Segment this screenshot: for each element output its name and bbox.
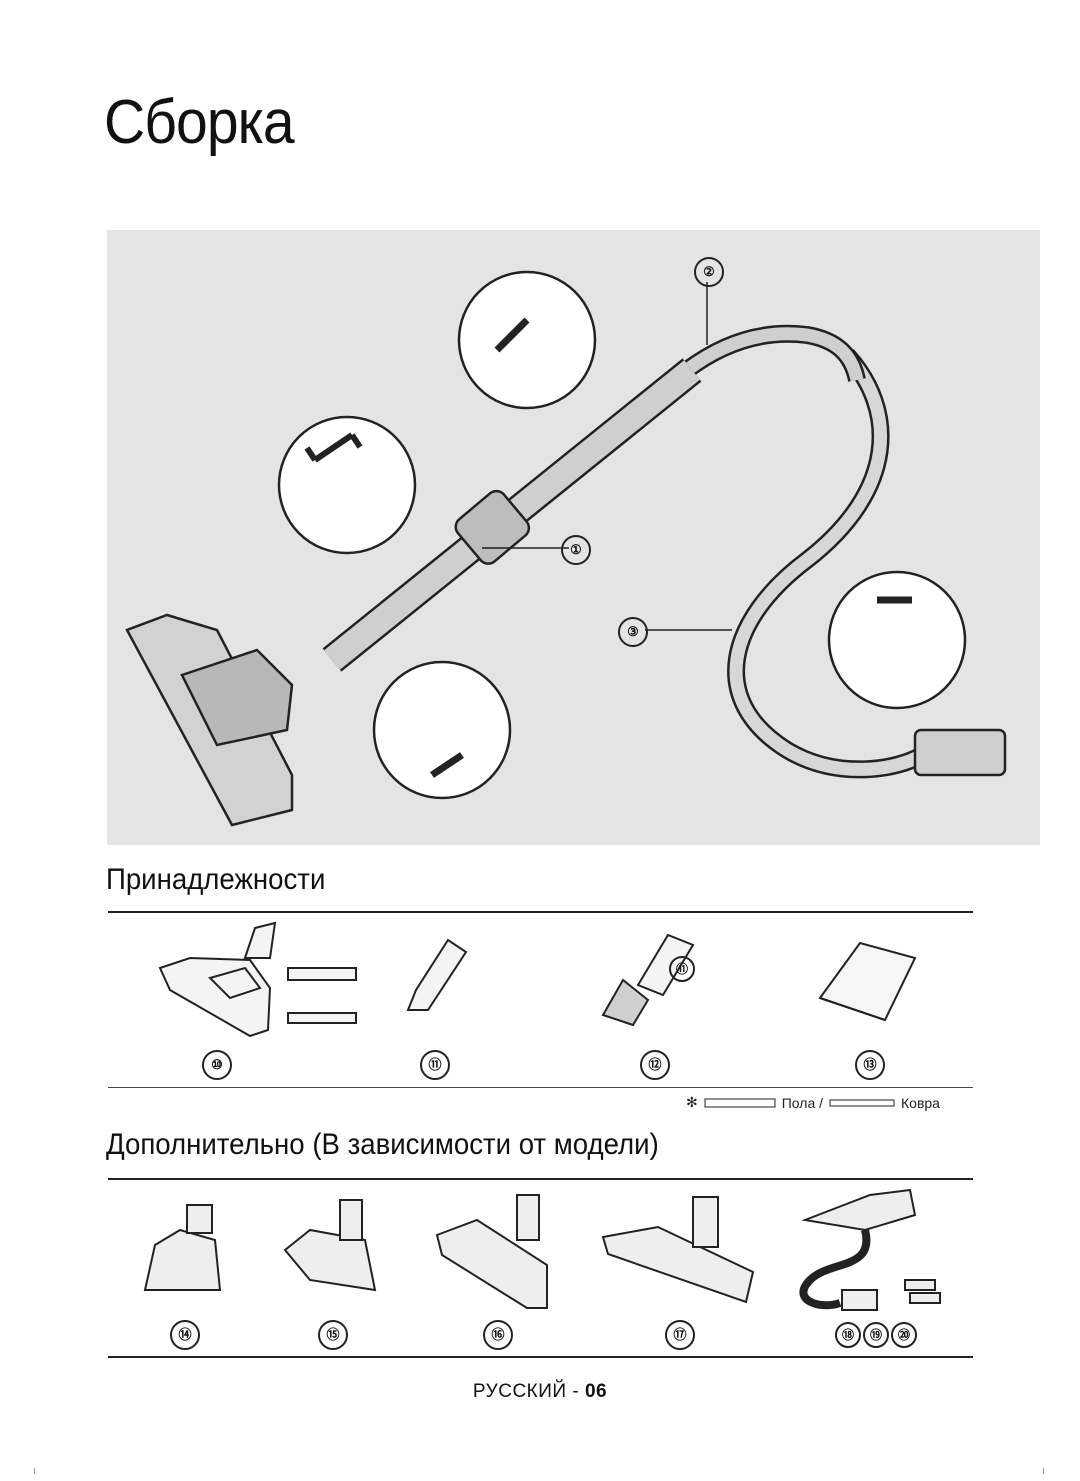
optional-number-15: ⑮ [318,1320,348,1350]
assembly-illustration: ② ① ③ [107,230,1040,845]
accessory-number-10: ⑩ [202,1050,232,1080]
parquet-brush-icon [601,1196,755,1304]
accessory-number-12: ⑫ [640,1050,670,1080]
optional-number-14: ⑭ [170,1320,200,1350]
floor-mode-icon [704,1098,776,1107]
dusting-brush-sub-number: ⑪ [669,956,695,982]
callout-1: ① [561,535,591,565]
note-symbol: ✻ [686,1094,698,1110]
carpet-mode-icon [829,1099,895,1106]
callout-3: ③ [618,617,648,647]
dusting-brush-icon [601,933,695,1027]
optional-number-16: ⑯ [483,1320,513,1350]
floor-brush-icon [158,921,357,1038]
optional-bottom-rule [108,1356,973,1358]
note-floor-label: Пола / [781,1094,824,1111]
optional-number-group: ⑱ ⑲ ⑳ [835,1322,917,1348]
manual-booklet-icon [818,941,917,1022]
accessory-number-13: ⑬ [855,1050,885,1080]
optional-heading: Дополнительно (В зависимости от модели) [106,1128,659,1161]
optional-top-rule [108,1178,973,1180]
optional-number-17: ⑰ [665,1320,695,1350]
mini-turbo-brush-icon [143,1204,222,1291]
callout-2: ② [694,257,724,287]
optional-number-20: ⑳ [891,1322,917,1348]
page-footer: РУССКИЙ - 06 [0,1381,1080,1403]
footer-language: РУССКИЙ - [472,1381,585,1402]
crevice-tool-icon [406,938,468,1011]
hose-with-batteries-icon [799,1188,941,1311]
accessory-number-11: ⑪ [420,1050,450,1080]
turbo-brush-icon [435,1194,548,1309]
crop-mark-right [1043,1468,1044,1474]
pet-brush-icon [283,1199,377,1292]
vacuum-assembly-icon [125,270,1007,827]
optional-number-19: ⑲ [863,1322,889,1348]
note-carpet-label: Ковра [901,1094,940,1111]
optional-number-18: ⑱ [835,1322,861,1348]
accessories-bottom-rule [108,1087,973,1088]
crop-mark-left [34,1468,35,1474]
page-title: Сборка [104,88,295,157]
accessories-top-rule [108,911,973,913]
brush-mode-note: ✻ Пола / Ковра [686,1094,940,1111]
accessories-heading: Принадлежности [106,863,326,896]
footer-page-number: 06 [584,1381,608,1402]
